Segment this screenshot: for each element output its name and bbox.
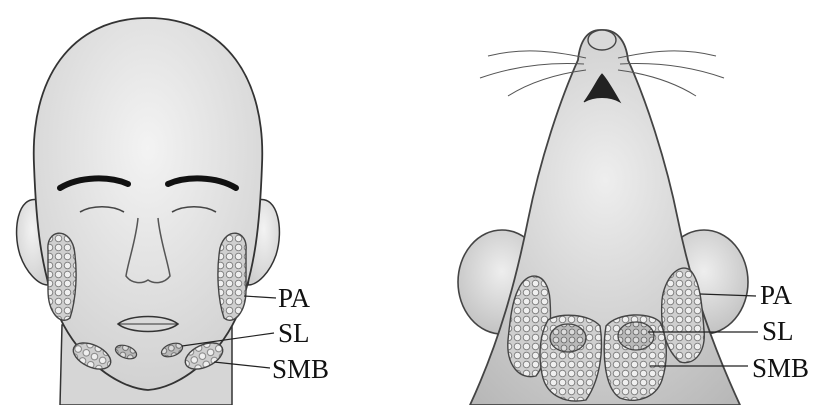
human-label-sublingual: SL	[278, 320, 310, 347]
mouse-sublingual-gland-left	[550, 324, 586, 352]
human-head-illustration	[17, 18, 280, 405]
human-label-submandibular: SMB	[272, 356, 329, 383]
mouse-label-parotid: PA	[760, 282, 792, 309]
human-parotid-gland-left	[48, 233, 76, 320]
mouse-illustration	[458, 30, 758, 405]
human-label-parotid: PA	[278, 285, 310, 312]
mouse-nose	[588, 30, 616, 50]
human-parotid-gland-right	[218, 233, 246, 320]
mouse-label-submandibular: SMB	[752, 355, 809, 382]
mouse-sublingual-gland-right	[618, 322, 654, 350]
human-pa-leader	[244, 296, 276, 298]
mouse-label-sublingual: SL	[762, 318, 794, 345]
human-face-outline	[34, 18, 263, 390]
